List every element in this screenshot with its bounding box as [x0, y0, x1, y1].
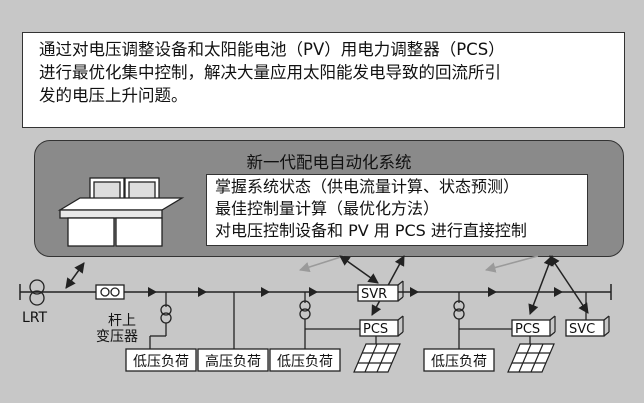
intro-line-3: 发的电压上升问题。	[39, 86, 188, 105]
pole-transformer-label-line2: 变压器	[96, 329, 138, 345]
flow-direction-arrows	[148, 287, 563, 297]
intro-text-box: 通过对电压调整设备和太阳能电池（PV）用电力调整器（PCS） 进行最优化集中控制…	[22, 32, 625, 128]
communication-arrows	[65, 255, 589, 316]
system-title: 新一代配电自动化系统	[246, 153, 412, 172]
solar-panel-icon-1	[353, 343, 401, 373]
function-line-2: 最佳控制量计算（最优化方法）	[215, 199, 440, 218]
load-label-2: 高压负荷	[205, 353, 261, 370]
pole-transformer-icon-2	[299, 292, 377, 349]
svr-label: SVR	[361, 287, 387, 302]
control-workstation-icon	[57, 177, 185, 247]
function-line-3: 对电压控制设备和 PV 用 PCS 进行直接控制	[215, 221, 527, 240]
pcs-box-2: PCS	[511, 315, 556, 337]
svc-box: SVC	[565, 315, 610, 337]
svr-box: SVR	[357, 280, 404, 302]
intro-line-1: 通过对电压调整设备和太阳能电池（PV）用电力调整器（PCS）	[39, 40, 505, 59]
switch-icon	[95, 284, 125, 300]
lrt-transformer-icon	[29, 279, 45, 306]
measurement-arrow-1	[298, 255, 345, 273]
system-functions-box: 掌握系统状态（供电流量计算、状态预测） 最佳控制量计算（最优化方法） 对电压控制…	[206, 174, 588, 246]
pole-transformer-icon-3	[453, 292, 531, 349]
function-line-1: 掌握系统状态（供电流量计算、状态预测）	[215, 177, 520, 196]
load-label-3: 低压负荷	[277, 354, 333, 370]
lrt-label: LRT	[22, 310, 48, 326]
comm-arrow-lrt	[65, 262, 85, 289]
load-label-1: 低压负荷	[133, 354, 189, 370]
load-box-2: 高压负荷	[197, 348, 269, 372]
solar-panel-icon-2	[507, 343, 555, 373]
pole-transformer-icon-1	[149, 292, 172, 349]
comm-arrow-svc	[549, 255, 589, 314]
load-box-1: 低压负荷	[125, 348, 197, 372]
comm-arrow-pcs-2	[528, 255, 554, 315]
load-box-3: 低压负荷	[269, 348, 341, 372]
load-label-4: 低压负荷	[431, 354, 487, 370]
comm-arrow-svr	[339, 255, 379, 284]
pole-transformer-label-line1: 杆上	[108, 313, 136, 329]
svc-label: SVC	[569, 322, 595, 337]
measurement-arrow-2	[484, 255, 539, 273]
pcs-box-1: PCS	[359, 315, 404, 337]
pcs-label-2: PCS	[515, 322, 540, 337]
intro-line-2: 进行最优化集中控制，解决大量应用太阳能发电导致的回流所引	[39, 63, 501, 82]
load-box-4: 低压负荷	[423, 348, 495, 372]
pcs-label-1: PCS	[363, 322, 388, 337]
